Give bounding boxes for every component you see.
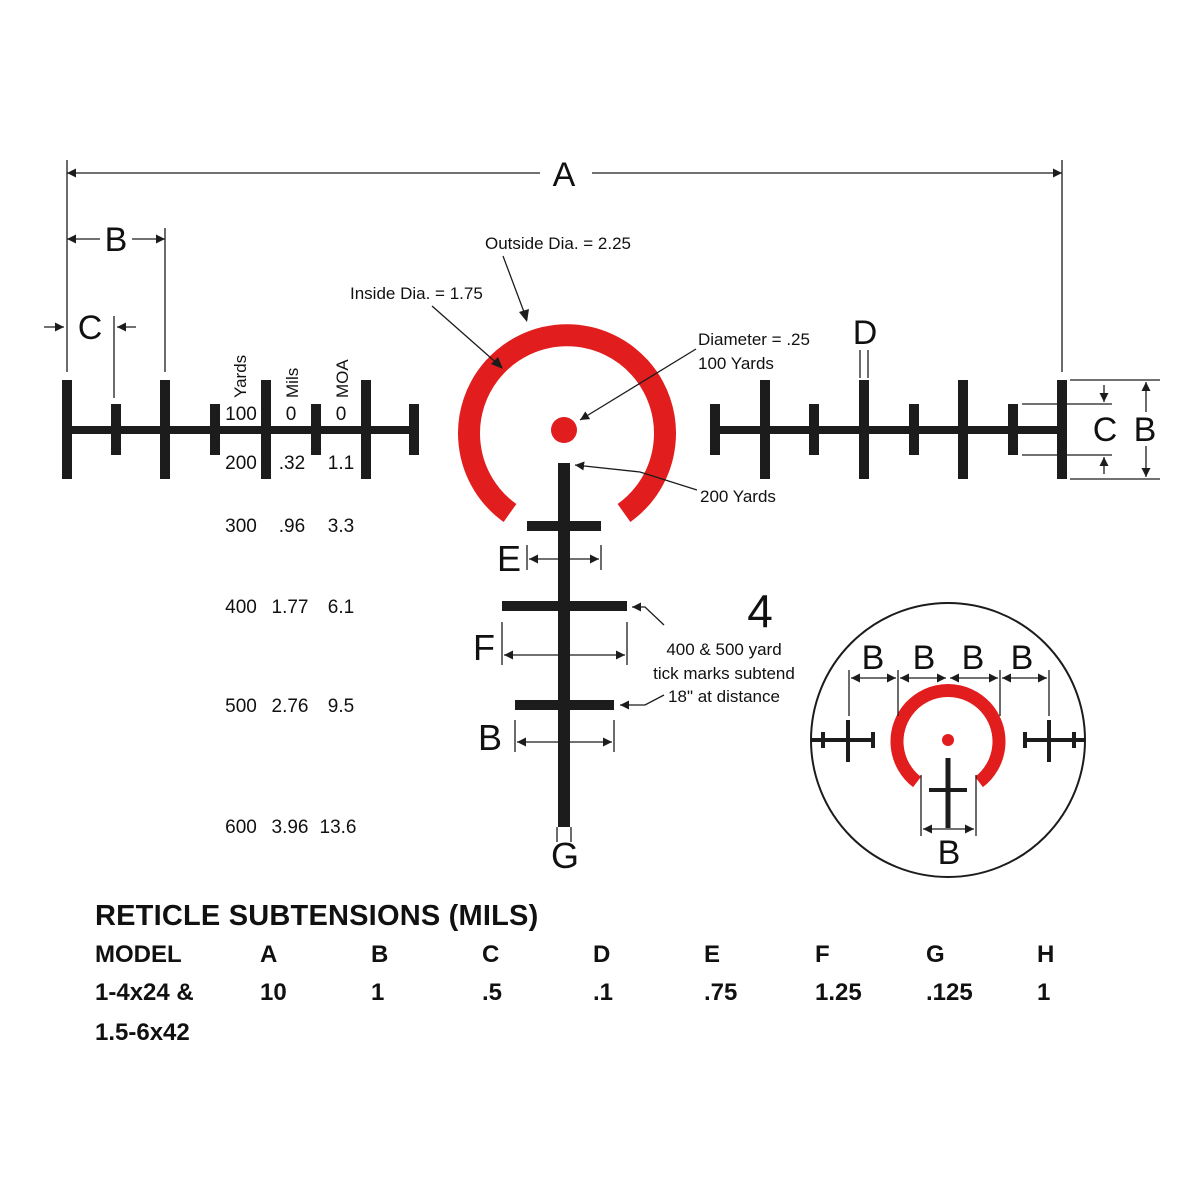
- model-name-line1: 1-4x24 &: [95, 979, 194, 1006]
- table-title: RETICLE SUBTENSIONS (MILS): [95, 900, 539, 932]
- model-number: 4: [747, 585, 773, 637]
- header-c: C: [482, 941, 500, 968]
- subtension-table-section: RETICLE SUBTENSIONS (MILS) MODEL A B C D…: [95, 900, 1175, 1047]
- inset-b1-label: B: [862, 639, 885, 677]
- dimension-d: D: [853, 314, 878, 378]
- inset-b-bottom-label: B: [938, 834, 961, 872]
- dimension-a: A: [66, 156, 1063, 372]
- stadia-callout: 400 & 500 yard tick marks subtend 18" at…: [620, 602, 795, 710]
- drop-yards: 300: [225, 516, 257, 537]
- column-header-mils: Mils: [283, 368, 302, 398]
- outside-dia-callout: Outside Dia. = 2.25: [485, 234, 631, 253]
- drop-row: 500 2.76 9.5: [225, 696, 354, 717]
- post-dimensions: E F B G: [473, 538, 628, 876]
- value-h: 1: [1037, 979, 1051, 1006]
- drop-yards: 500: [225, 696, 257, 717]
- table-header-row: MODEL A B C D E F G H: [95, 941, 1148, 979]
- value-d: .1: [593, 979, 614, 1006]
- dimension-b-stadia-label: B: [478, 717, 502, 758]
- drop-rows: 100 0 0 200 .32 1.1 300 .96 3.3 400 1.77…: [225, 404, 356, 838]
- left-horizontal-bar: [62, 380, 419, 479]
- dimension-c-right-label: C: [1093, 411, 1118, 449]
- stadia-note-line1: 400 & 500 yard: [666, 640, 781, 659]
- table-row: 1-4x24 & 1.5-6x42 10 1 .5 .1 .75 1.25 .1…: [95, 979, 1148, 1047]
- drop-mils: 1.77: [272, 597, 309, 618]
- drop-row: 100 0 0: [225, 404, 346, 425]
- drop-mils: 2.76: [272, 696, 309, 717]
- column-header-moa: MOA: [333, 359, 352, 398]
- dimension-d-label: D: [853, 314, 878, 352]
- drop-row: 300 .96 3.3: [225, 516, 354, 537]
- drop-mils: .96: [279, 516, 305, 537]
- inset-scope-view: B B B B B: [810, 602, 1086, 878]
- value-c: .5: [482, 979, 503, 1006]
- drop-moa: 13.6: [320, 817, 357, 838]
- drop-row: 600 3.96 13.6: [225, 817, 356, 838]
- header-model: MODEL: [95, 941, 182, 968]
- drop-column-headers: Yards Mils MOA: [231, 355, 352, 398]
- drop-mils: 0: [286, 404, 297, 425]
- dimension-c-b-right: C B: [1022, 379, 1160, 480]
- header-b: B: [371, 941, 389, 968]
- dimension-b-left-label: B: [105, 221, 128, 259]
- drop-row: 200 .32 1.1: [225, 453, 354, 474]
- header-f: F: [815, 941, 830, 968]
- value-g: .125: [926, 979, 973, 1006]
- drop-row: 400 1.77 6.1: [225, 597, 354, 618]
- inside-dia-callout: Inside Dia. = 1.75: [350, 284, 483, 303]
- dimension-f-label: F: [473, 627, 495, 668]
- dimension-g-label: G: [551, 835, 579, 876]
- subtension-table: MODEL A B C D E F G H 1-4x24 & 1.5-6x42 …: [95, 941, 1148, 1047]
- drop-moa: 6.1: [328, 597, 354, 618]
- dimension-a-label: A: [553, 156, 576, 194]
- header-h: H: [1037, 941, 1055, 968]
- circle-callouts: Outside Dia. = 2.25 Inside Dia. = 1.75 D…: [350, 234, 810, 506]
- stadia-note-line2: tick marks subtend: [653, 664, 795, 683]
- dimension-b-right-label: B: [1134, 411, 1157, 449]
- drop-yards: 600: [225, 817, 257, 838]
- center-dot: [551, 417, 577, 443]
- drop-moa: 9.5: [328, 696, 354, 717]
- inset-b4-label: B: [1011, 639, 1034, 677]
- model-name-line2: 1.5-6x42: [95, 1019, 190, 1046]
- value-a: 10: [260, 979, 287, 1006]
- drop-mils: .32: [279, 453, 305, 474]
- drop-moa: 1.1: [328, 453, 354, 474]
- inset-b3-label: B: [962, 639, 985, 677]
- dimension-c-left: C: [44, 309, 136, 398]
- dimension-b-left: B: [67, 221, 166, 372]
- value-e: .75: [704, 979, 738, 1006]
- header-a: A: [260, 941, 278, 968]
- drop-moa: 0: [336, 404, 347, 425]
- stadia-note-line3: 18" at distance: [668, 687, 780, 706]
- model-name: 1-4x24 & 1.5-6x42: [95, 979, 260, 1047]
- right-horizontal-bar: [710, 380, 1067, 479]
- drop-yards: 400: [225, 597, 257, 618]
- drop-yards: 100: [225, 404, 257, 425]
- value-b: 1: [371, 979, 385, 1006]
- header-d: D: [593, 941, 611, 968]
- dimension-c-left-label: C: [78, 309, 103, 347]
- bottom-post: [502, 463, 627, 827]
- dot-diameter-callout-line2: 100 Yards: [698, 354, 774, 373]
- post-top-callout: 200 Yards: [700, 487, 776, 506]
- red-reticle-circle: [458, 324, 676, 522]
- inset-b2-label: B: [913, 639, 936, 677]
- header-e: E: [704, 941, 721, 968]
- inset-center-dot: [942, 734, 954, 746]
- header-g: G: [926, 941, 945, 968]
- column-header-yards: Yards: [231, 355, 250, 398]
- drop-moa: 3.3: [328, 516, 354, 537]
- dot-diameter-callout-line1: Diameter = .25: [698, 330, 810, 349]
- drop-yards: 200: [225, 453, 257, 474]
- dimension-e-label: E: [497, 538, 521, 579]
- drop-mils: 3.96: [272, 817, 309, 838]
- value-f: 1.25: [815, 979, 862, 1006]
